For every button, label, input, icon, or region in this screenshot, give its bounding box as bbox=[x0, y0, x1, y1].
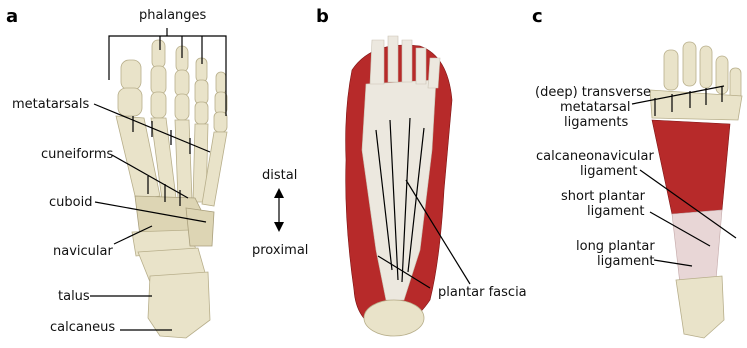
transverse-metatarsal-label-1: (deep) transverse bbox=[535, 85, 651, 100]
talus-label: talus bbox=[58, 289, 90, 304]
transverse-metatarsal-label-3: ligaments bbox=[564, 115, 628, 130]
tarsal-bones bbox=[132, 196, 214, 338]
calcaneus-label: calcaneus bbox=[50, 320, 115, 335]
panel-c-foot bbox=[650, 42, 742, 338]
orientation-arrow bbox=[274, 188, 284, 232]
short-plantar-label-1: short plantar bbox=[561, 189, 646, 204]
distal-label: distal bbox=[262, 168, 297, 183]
calcaneonavicular-label-1: calcaneonavicular bbox=[536, 149, 655, 164]
panel-a-label: a bbox=[6, 6, 18, 27]
short-plantar-label-2: ligament bbox=[587, 204, 644, 219]
long-plantar-label-2: ligament bbox=[597, 254, 654, 269]
long-plantar-label-1: long plantar bbox=[576, 239, 655, 254]
transverse-metatarsal-label-2: metatarsal bbox=[560, 100, 630, 115]
phalanges-label: phalanges bbox=[139, 8, 207, 23]
proximal-label: proximal bbox=[252, 243, 308, 258]
cuneiforms-label: cuneiforms bbox=[41, 147, 114, 162]
plantar-fascia-label: plantar fascia bbox=[438, 285, 527, 300]
panel-b-foot bbox=[346, 36, 452, 336]
navicular-label: navicular bbox=[53, 244, 113, 259]
cuboid-label: cuboid bbox=[49, 195, 92, 210]
panel-b-label: b bbox=[316, 6, 329, 27]
calcaneonavicular-label-2: ligament bbox=[580, 164, 637, 179]
panel-c-label: c bbox=[532, 6, 543, 27]
metatarsals-label: metatarsals bbox=[12, 97, 89, 112]
